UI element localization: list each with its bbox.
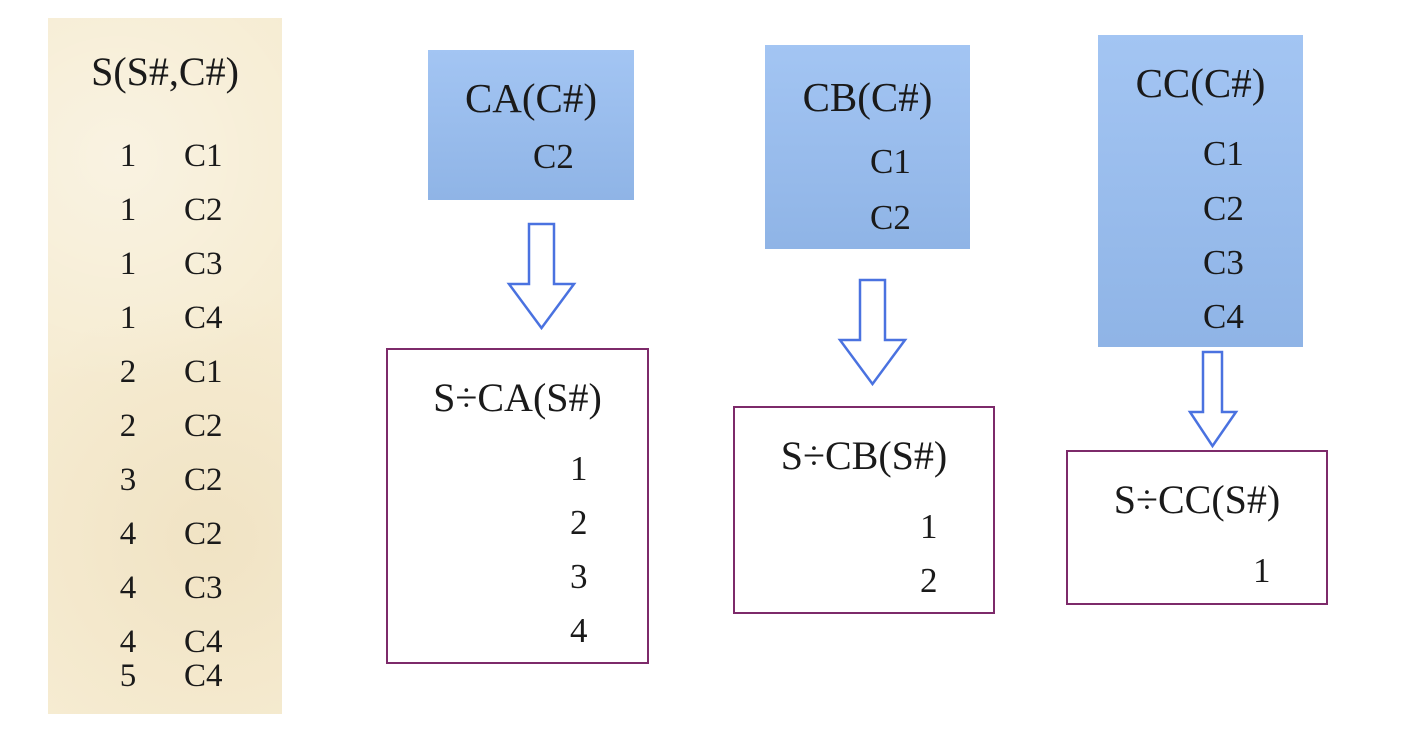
source-row: 5 C4 [48,656,282,696]
result-cb-title: S÷CB(S#) [780,433,948,478]
divisor-cc-box: CC(C#) C1 C2 C3 C4 [1098,35,1303,347]
result-cb-item: 1 [920,507,938,546]
source-row-sno: 1 [119,246,137,282]
source-row-sno: 1 [119,138,137,174]
source-row-sno: 1 [119,192,137,228]
source-row-cno: C1 [184,354,223,390]
divisor-cc-item: C3 [1203,243,1244,282]
source-row-sno: 2 [119,408,137,444]
down-arrow-icon [1187,350,1239,449]
down-arrow-icon [837,278,908,387]
result-cc-item: 1 [1253,551,1271,590]
result-cb-item: 2 [920,561,938,600]
result-cb-box: S÷CB(S#) 1 2 [733,406,995,614]
source-row-cno: C2 [184,462,223,498]
source-row-sno: 5 [119,658,137,694]
source-row-sno: 4 [119,570,137,606]
source-row-cno: C2 [184,516,223,552]
source-relation-panel: S(S#,C#) 1 C1 1 C2 1 C3 1 C4 2 C1 2 C2 3… [48,18,282,714]
source-row: 1 C1 [48,136,282,176]
source-row: 4 C4 [48,622,282,662]
source-row: 1 C4 [48,298,282,338]
source-row: 4 C2 [48,514,282,554]
source-row: 2 C1 [48,352,282,392]
source-relation-title: S(S#,C#) [91,49,239,94]
divisor-cb-title: CB(C#) [802,74,933,120]
source-row-cno: C3 [184,570,223,606]
divisor-ca-box: CA(C#) C2 [428,50,634,200]
source-row-sno: 4 [119,624,137,660]
source-row-cno: C1 [184,138,223,174]
source-row: 1 C3 [48,244,282,284]
result-ca-box: S÷CA(S#) 1 2 3 4 [386,348,649,664]
source-row: 2 C2 [48,406,282,446]
source-row-sno: 3 [119,462,137,498]
divisor-cb-item: C1 [870,142,911,181]
divisor-ca-title: CA(C#) [464,75,598,121]
source-row-cno: C2 [184,192,223,228]
result-ca-item: 1 [570,449,588,488]
result-ca-item: 2 [570,503,588,542]
result-ca-title: S÷CA(S#) [433,375,602,420]
divisor-cc-title: CC(C#) [1135,60,1266,106]
source-row: 4 C3 [48,568,282,608]
result-cc-title: S÷CC(S#) [1113,477,1281,522]
source-row-sno: 1 [119,300,137,336]
result-ca-item: 3 [570,557,588,596]
down-arrow-icon [506,222,577,331]
source-row-cno: C4 [184,300,223,336]
source-row-cno: C4 [184,658,223,694]
divisor-cc-item: C4 [1203,297,1244,336]
source-row: 3 C2 [48,460,282,500]
source-row-cno: C3 [184,246,223,282]
source-row-cno: C2 [184,408,223,444]
result-ca-item: 4 [570,611,588,650]
result-cc-box: S÷CC(S#) 1 [1066,450,1328,605]
source-row-sno: 4 [119,516,137,552]
source-row: 1 C2 [48,190,282,230]
divisor-cb-item: C2 [870,198,911,237]
source-row-sno: 2 [119,354,137,390]
divisor-cc-item: C1 [1203,134,1244,173]
divisor-cc-item: C2 [1203,189,1244,228]
divisor-cb-box: CB(C#) C1 C2 [765,45,970,249]
divisor-ca-item: C2 [533,137,574,176]
source-row-cno: C4 [184,624,223,660]
